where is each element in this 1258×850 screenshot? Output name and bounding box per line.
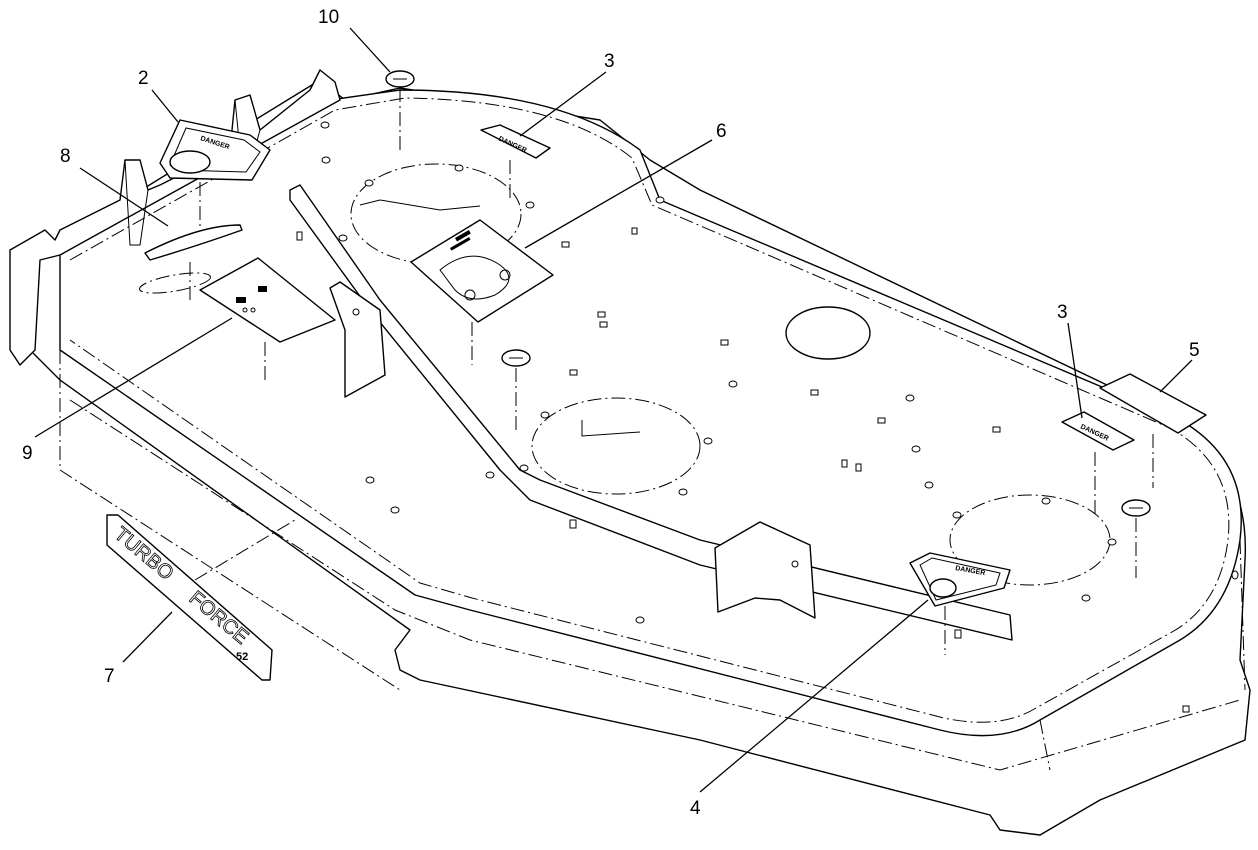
decal-10-disc-top	[385, 70, 415, 150]
decal-8-strip	[139, 224, 243, 300]
decal-10-disc-middle	[501, 349, 531, 430]
callout-10: 10	[318, 7, 339, 28]
callout-9: 9	[22, 443, 33, 464]
callout-2: 2	[138, 68, 149, 89]
decal-7-turbo-force: TURBO FORCE 52	[106, 514, 296, 681]
decal-5-blank	[1099, 373, 1207, 488]
decal-9-plate	[199, 257, 336, 380]
deck-channel	[289, 184, 1013, 641]
leader-lines	[34, 27, 1193, 793]
callout-6: 6	[716, 121, 727, 142]
center-bracket	[329, 281, 816, 619]
decal-7-model-text: 52	[236, 651, 248, 663]
callout-5: 5	[1189, 340, 1200, 361]
decal-10-disc-right	[1121, 499, 1151, 578]
callout-numbers: 10 2 3 6 8 9 3 5 7 4	[22, 7, 1200, 819]
callout-3-right: 3	[1057, 302, 1068, 323]
callout-3-top: 3	[604, 51, 615, 72]
callout-4: 4	[690, 798, 701, 819]
callout-8: 8	[60, 146, 71, 167]
decal-6-instruction-plate	[410, 219, 554, 365]
decal-4-danger-shield: DANGER	[909, 552, 1011, 655]
decal-2-danger-shield: DANGER	[159, 119, 271, 230]
callout-7: 7	[104, 666, 115, 687]
deck-holes	[296, 121, 1239, 713]
